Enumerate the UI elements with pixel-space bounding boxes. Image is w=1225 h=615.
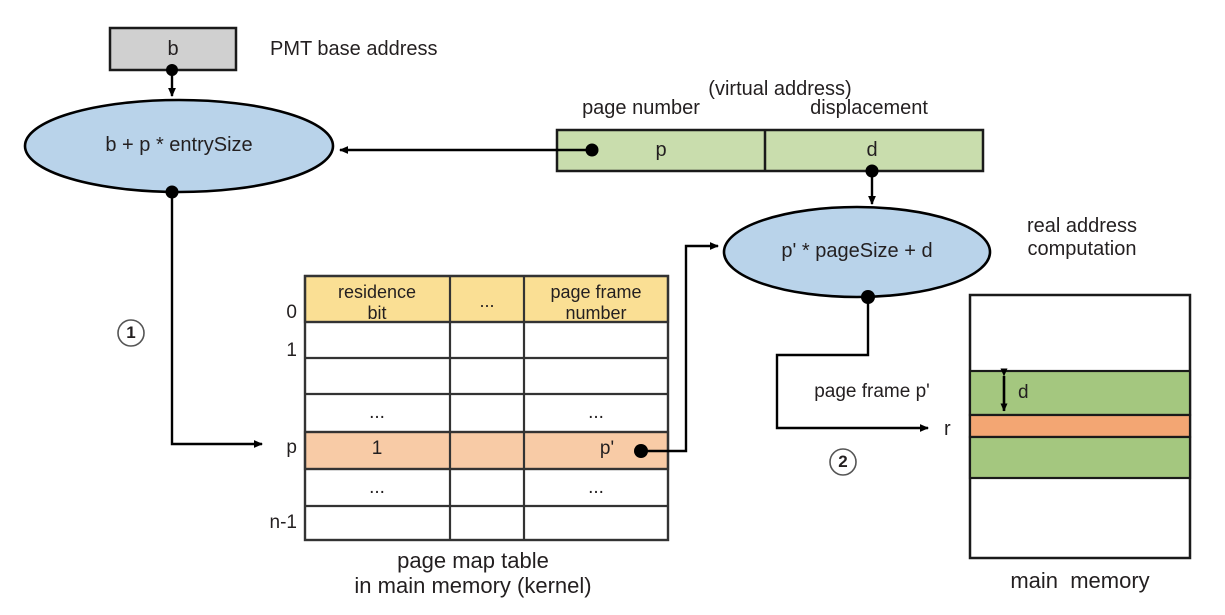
page-frame-label: page frame p'	[814, 381, 930, 402]
table-row-label-p: p	[286, 437, 297, 458]
virtual-address-page-value: p	[655, 139, 667, 161]
memory-target-cell	[968, 413, 1192, 439]
pmt-base-address-label: PMT base address	[270, 38, 438, 60]
table-cell-residence-ellipsis-lower: ...	[369, 477, 385, 498]
page-number-label: page number	[582, 97, 700, 119]
table-cell-frame-ellipsis-upper: ...	[588, 402, 604, 423]
memory-page-lower	[968, 435, 1192, 480]
ellipse-real-address	[722, 205, 992, 299]
real-address-label-line1: real address	[1026, 215, 1138, 237]
connector-step1-path	[170, 192, 263, 448]
page-map-table-caption-line1: page map table	[397, 548, 549, 573]
ellipse-one-expression: b + p * entrySize	[105, 134, 253, 156]
step-two-number: 2	[838, 452, 848, 471]
ellipse-two-expression: p' * pageSize + d	[781, 240, 933, 262]
table-outline	[303, 274, 670, 542]
displacement-label: displacement	[810, 97, 928, 119]
step-one-circle	[117, 319, 145, 347]
virtual-address-box	[555, 128, 985, 173]
table-cell-residence-bit-p: 1	[371, 438, 383, 459]
real-address-result-label: r	[944, 418, 951, 440]
pmt-base-box-value: b	[167, 38, 179, 60]
virtual-address-displacement-value: d	[866, 139, 878, 161]
table-cell-residence-ellipsis-upper: ...	[369, 402, 385, 423]
connector-pframe-to-ellipse2	[641, 242, 719, 453]
table-cell-frame-ellipsis-lower: ...	[588, 477, 604, 498]
table-row-label-1: 1	[286, 340, 297, 361]
real-address-label-line2: computation	[1027, 238, 1137, 260]
connector-step2-path	[775, 297, 929, 432]
junction-dot-b	[166, 64, 178, 76]
virtual-address-caption: (virtual address)	[708, 78, 852, 100]
displacement-d-label: d	[1018, 382, 1029, 403]
main-memory-caption: main memory	[1010, 568, 1150, 593]
table-header-ellipsis: ...	[479, 291, 495, 311]
table-cell-page-frame-number-p: p'	[599, 438, 615, 459]
page-map-table-caption-line2: in main memory (kernel)	[354, 573, 592, 598]
table-row-label-0: 0	[286, 302, 297, 323]
step-two-circle	[829, 448, 857, 476]
table-row-label-n-1: n-1	[269, 512, 297, 533]
step-one-number: 1	[126, 323, 136, 342]
ellipse-pmt-entry-address	[23, 98, 335, 194]
